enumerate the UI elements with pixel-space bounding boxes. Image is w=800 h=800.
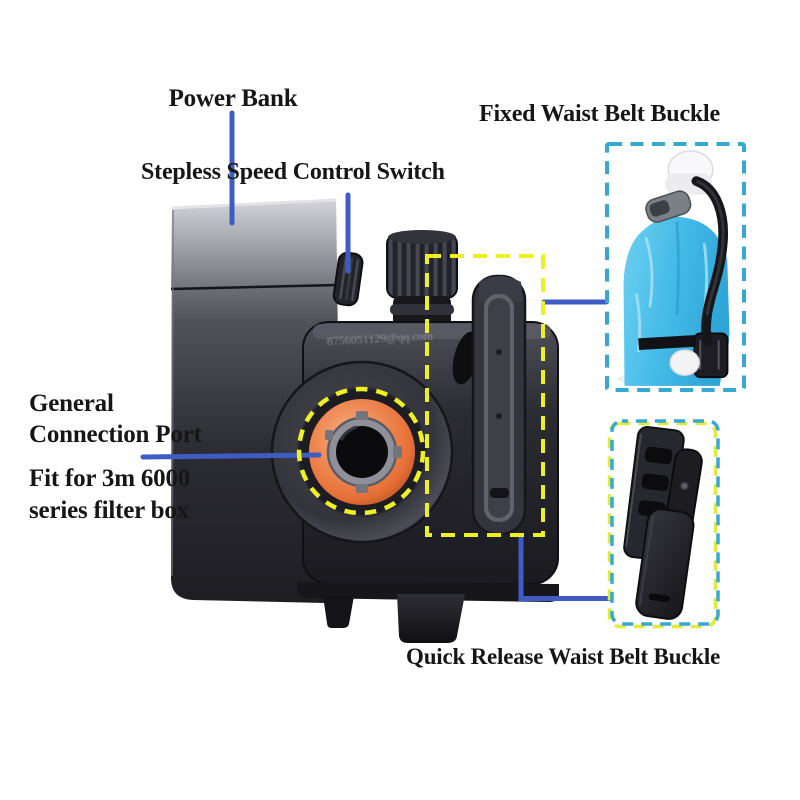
- worn-unit-illustration: [616, 150, 730, 386]
- device-base: [297, 582, 559, 643]
- speed-switch-knob: [332, 251, 364, 307]
- device-watermark: 8756051129@qq.com: [326, 328, 434, 348]
- device-foot: [323, 596, 354, 628]
- label-connection-port: General Connection Port: [29, 390, 202, 448]
- label-speed-switch: Stepless Speed Control Switch: [141, 159, 445, 185]
- label-filter-fit: Fit for 3m 6000 series filter box: [29, 465, 191, 524]
- connection-port: [270, 360, 454, 544]
- buckle-screw: [679, 481, 690, 491]
- label-power-bank: Power Bank: [168, 85, 298, 112]
- label-quick-release: Quick Release Waist Belt Buckle: [406, 644, 721, 669]
- person-photo: [609, 146, 742, 388]
- buckle-photo: [614, 424, 716, 624]
- filter-cartridge: [669, 349, 701, 376]
- buckle-illustration: [623, 426, 703, 620]
- label-fixed-buckle: Fixed Waist Belt Buckle: [479, 101, 720, 127]
- speed-control-knob: [386, 230, 458, 332]
- battery-top-sheen: [171, 200, 337, 290]
- belt-clip-mount: [471, 274, 527, 536]
- outlet-cone: [397, 594, 465, 643]
